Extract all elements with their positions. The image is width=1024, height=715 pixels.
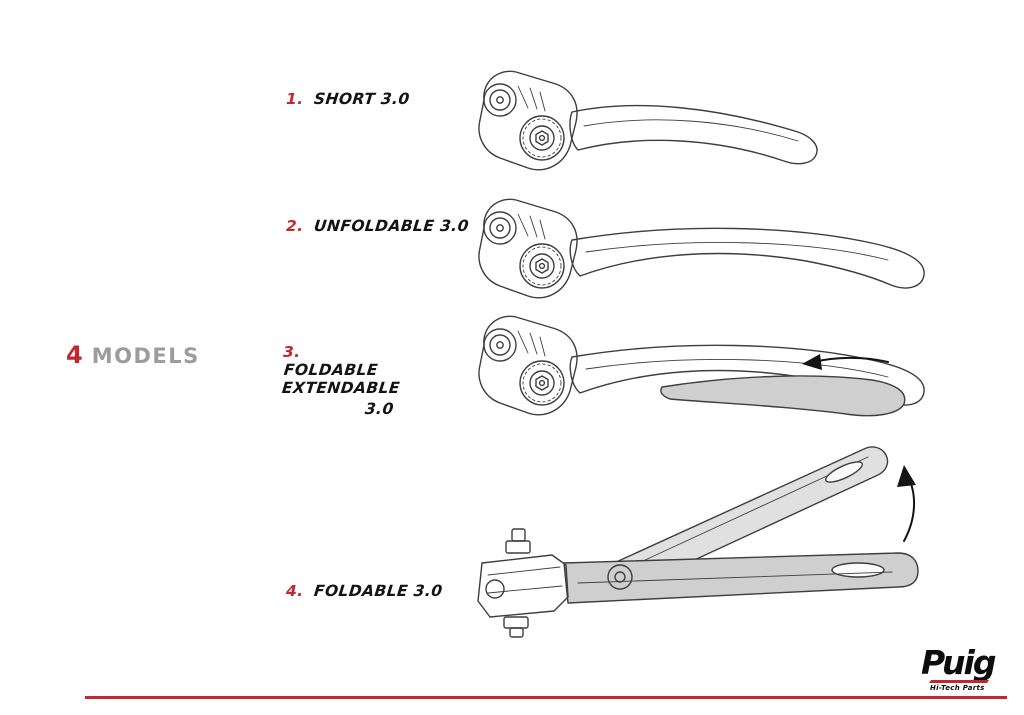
model-name: FOLDABLE 3.0 (313, 582, 444, 600)
model-name: FOLDABLE EXTENDABLE (281, 361, 401, 397)
model-name: SHORT 3.0 (313, 90, 411, 108)
model-name-line-1: 3. FOLDABLE EXTENDABLE (281, 343, 475, 397)
pivot-assembly (478, 198, 578, 299)
fold-direction-arrow-icon (897, 465, 916, 542)
footer-rule (85, 696, 1007, 699)
model-number: 2. (286, 217, 304, 235)
model-number: 4. (286, 582, 304, 600)
puig-wordmark: Puig (921, 643, 996, 682)
lever-unfoldable-drawing (478, 198, 925, 299)
pivot-assembly (478, 70, 578, 171)
model-label-short: 1. SHORT 3.0 (286, 90, 411, 108)
lever-foldable-drawing (477, 446, 919, 638)
logo-underline-accent (928, 680, 990, 683)
model-name-version: 3.0 (363, 400, 395, 418)
puig-logo: Puig Hi-Tech Parts (921, 643, 996, 692)
model-label-foldable-extendable: 3. FOLDABLE EXTENDABLE 3.0 (281, 343, 475, 418)
lever-foldable-extendable-drawing (478, 315, 925, 417)
extend-direction-arrow-icon (802, 354, 889, 370)
models-heading: 4 MODELS (66, 341, 200, 369)
model-number: 3. (283, 343, 301, 361)
model-label-foldable: 4. FOLDABLE 3.0 (286, 582, 444, 600)
lever-illustrations (477, 70, 925, 638)
models-word: MODELS (91, 344, 200, 368)
model-label-unfoldable: 2. UNFOLDABLE 3.0 (286, 217, 471, 235)
model-name-line-2: 3.0 (283, 400, 475, 418)
model-number: 1. (286, 90, 304, 108)
lever-short-drawing (478, 70, 818, 171)
puig-tagline: Hi-Tech Parts (930, 684, 985, 692)
pivot-assembly (478, 315, 578, 416)
model-name: UNFOLDABLE 3.0 (313, 217, 471, 235)
models-count: 4 (66, 341, 83, 369)
